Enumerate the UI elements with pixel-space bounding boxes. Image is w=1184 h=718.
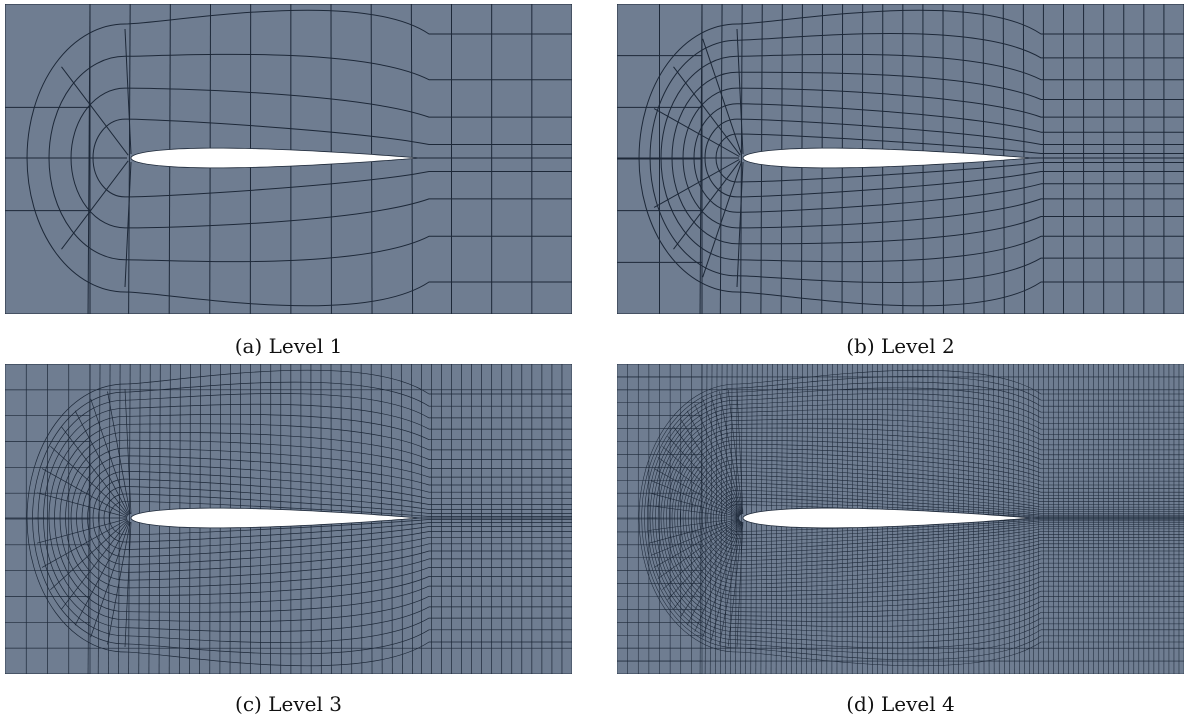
mesh-panel-level-3	[5, 364, 572, 674]
mesh-panel-level-4	[617, 364, 1184, 674]
mesh-panel-level-1	[5, 4, 572, 314]
caption-level-4: (d) Level 4	[846, 692, 955, 716]
caption-level-3: (c) Level 3	[235, 692, 342, 716]
airfoil-shape	[742, 147, 1031, 169]
mesh-panel-level-2	[617, 4, 1184, 314]
caption-level-2: (b) Level 2	[846, 334, 955, 358]
caption-level-1: (a) Level 1	[234, 334, 343, 358]
airfoil-shape	[130, 507, 419, 529]
mesh-lines	[617, 364, 1184, 674]
airfoil-shape	[742, 507, 1031, 529]
airfoil-shape	[130, 147, 419, 169]
mesh-lines	[617, 4, 1184, 314]
